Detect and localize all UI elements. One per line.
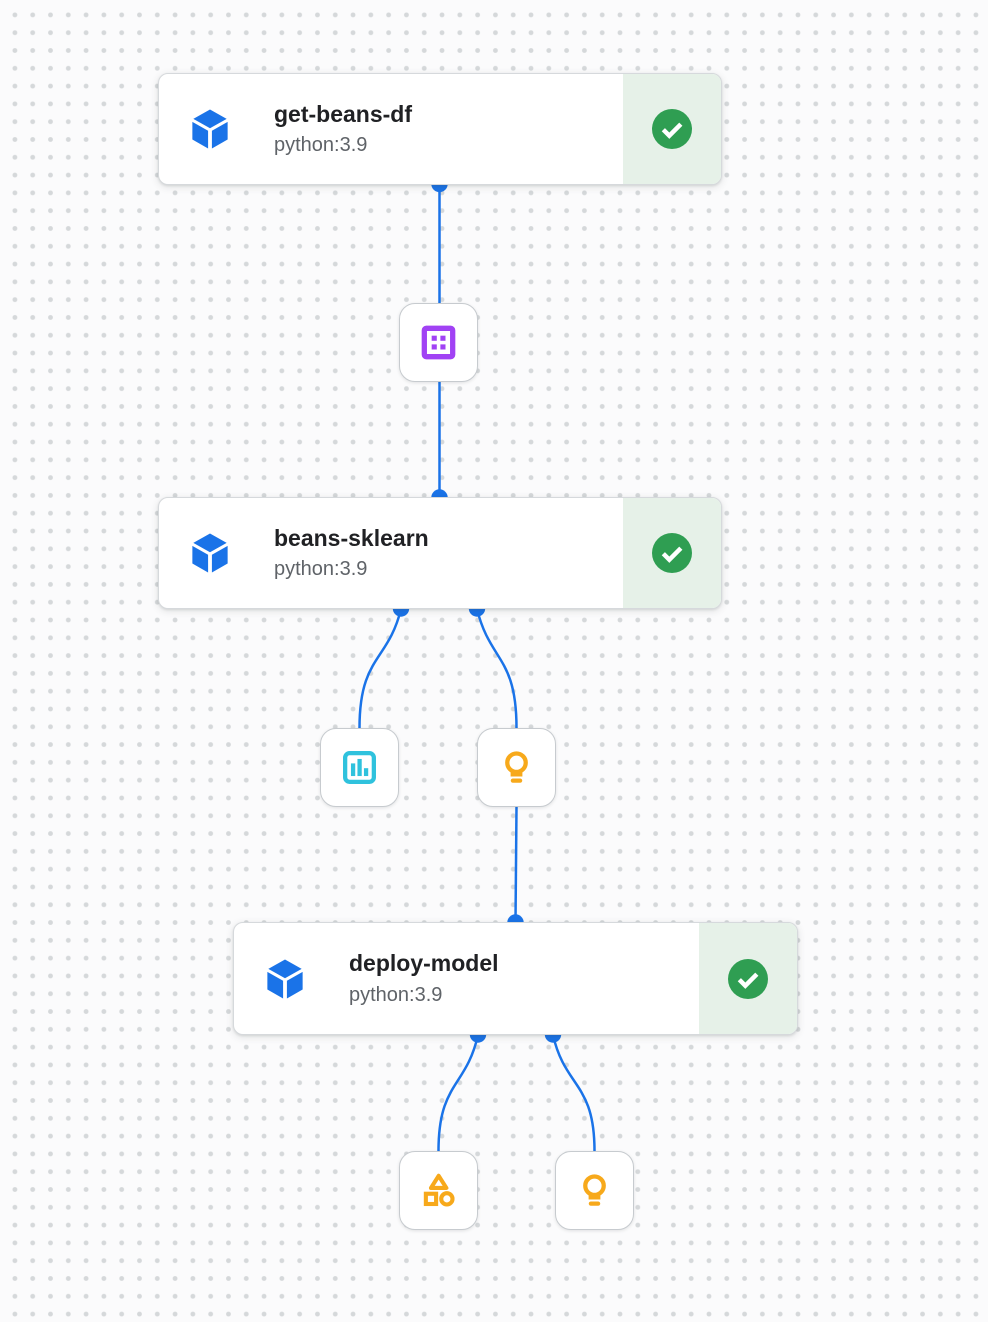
dataset-icon <box>421 325 456 360</box>
edge-deploy-model-to-model <box>551 1034 596 1152</box>
model-lightbulb-icon <box>505 751 528 783</box>
artifact-metrics[interactable] <box>320 728 399 807</box>
status-panel <box>623 498 721 608</box>
artifact-model-1[interactable] <box>477 728 556 807</box>
status-panel <box>699 923 797 1034</box>
component-cube-icon <box>187 530 233 576</box>
node-title: get-beans-df <box>274 100 412 127</box>
status-success-icon <box>728 958 768 999</box>
status-success-icon <box>652 109 692 149</box>
status-panel <box>623 74 721 184</box>
node-subtitle: python:3.9 <box>349 983 443 1006</box>
model-lightbulb-icon <box>583 1174 606 1206</box>
edge-deploy-model-to-artifact <box>437 1034 480 1152</box>
edge-beans-sklearn-to-model <box>475 608 518 729</box>
component-cube-icon <box>187 106 233 152</box>
category-shapes-icon <box>423 1173 455 1207</box>
component-cube-icon <box>262 956 308 1002</box>
metrics-chart-icon <box>343 751 376 784</box>
status-success-icon <box>652 533 692 573</box>
edge-beans-sklearn-to-metrics <box>358 608 403 729</box>
node-subtitle: python:3.9 <box>274 558 368 581</box>
node-title: deploy-model <box>349 950 499 977</box>
node-subtitle: python:3.9 <box>274 134 368 157</box>
artifact-model-2[interactable] <box>555 1151 634 1230</box>
artifact-dataset[interactable] <box>399 303 478 382</box>
node-get-beans-df[interactable]: get-beans-df python:3.9 <box>158 73 722 185</box>
edge-model-to-deploy-model <box>514 806 518 923</box>
node-beans-sklearn[interactable]: beans-sklearn python:3.9 <box>158 497 722 609</box>
node-title: beans-sklearn <box>274 524 429 551</box>
node-deploy-model[interactable]: deploy-model python:3.9 <box>233 922 798 1035</box>
artifact-generic[interactable] <box>399 1151 478 1230</box>
